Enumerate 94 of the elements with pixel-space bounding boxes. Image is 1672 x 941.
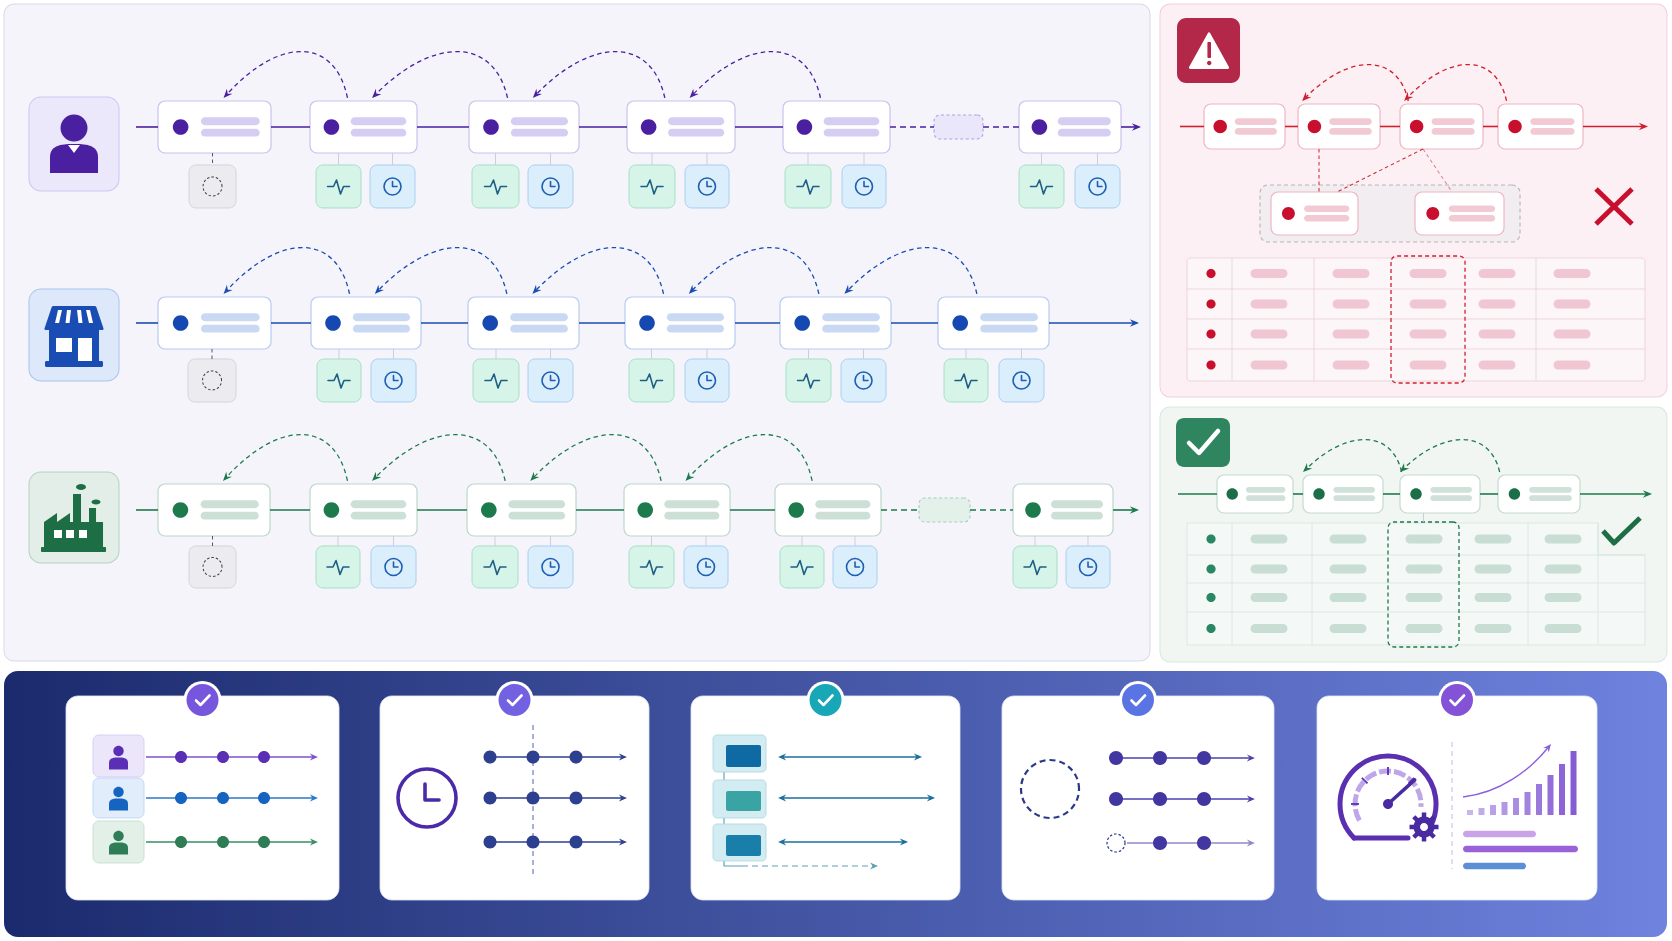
timeline-line xyxy=(729,509,776,511)
icon-tile xyxy=(1074,164,1121,209)
timeline-line xyxy=(270,322,312,324)
connector-line xyxy=(495,152,496,166)
timeline-line xyxy=(1482,125,1499,128)
timeline-line xyxy=(135,126,159,128)
connector-line xyxy=(212,152,213,166)
timeline-line xyxy=(416,126,470,128)
icon-tile xyxy=(683,545,729,589)
timeline-line xyxy=(1382,493,1401,495)
timeline-line xyxy=(269,509,311,511)
icon-tile xyxy=(188,164,237,209)
timeline-line xyxy=(416,509,468,511)
connector-line xyxy=(212,535,213,547)
connector-line xyxy=(808,348,809,360)
icon-tile xyxy=(188,545,237,589)
icon-tile xyxy=(187,358,237,403)
timeline-line xyxy=(1479,493,1499,495)
timeline-line xyxy=(889,126,935,128)
icon-tile xyxy=(471,545,519,589)
connector-line xyxy=(651,348,652,360)
icon-tile xyxy=(684,164,730,209)
timeline-line xyxy=(135,322,159,324)
curved-arrow xyxy=(532,246,665,295)
icon-tile xyxy=(628,164,676,209)
timeline-line xyxy=(1179,125,1205,128)
icon-tile xyxy=(527,164,574,209)
connector-line xyxy=(211,348,213,360)
connector-line xyxy=(1097,152,1098,166)
timeline-line xyxy=(890,322,939,324)
icon-tile xyxy=(832,545,878,589)
timeline-line xyxy=(1177,493,1218,495)
connector-line xyxy=(392,152,393,166)
connector-line xyxy=(393,348,394,360)
icon-tile xyxy=(527,545,574,589)
connector-line xyxy=(550,535,551,547)
curved-arrow xyxy=(1302,63,1409,102)
placeholder-card xyxy=(918,497,971,523)
icon-tile xyxy=(784,164,832,209)
curved-arrow xyxy=(1400,438,1501,473)
timeline-line xyxy=(578,126,628,128)
icon-tile xyxy=(471,164,520,209)
icon-tile xyxy=(316,358,362,403)
icon-tile xyxy=(628,545,675,589)
icon-tile xyxy=(315,545,361,589)
curved-arrow xyxy=(372,433,506,482)
curved-arrow xyxy=(1303,438,1403,473)
timeline-line xyxy=(1292,493,1304,495)
timeline-line xyxy=(880,509,920,511)
timeline-line xyxy=(734,322,781,324)
icon-tile xyxy=(779,545,825,589)
placeholder-card xyxy=(933,114,984,140)
curved-arrow xyxy=(530,433,662,482)
connector-line xyxy=(1318,148,1320,193)
curved-arrow xyxy=(1404,63,1508,102)
timeline-line xyxy=(270,126,311,128)
curved-arrow xyxy=(844,246,978,295)
icon-tile xyxy=(840,358,887,403)
timeline-line xyxy=(1284,125,1299,128)
connector-line xyxy=(1423,512,1424,523)
icon-tile xyxy=(785,358,832,403)
connector-line xyxy=(1336,148,1424,193)
connector-line xyxy=(338,152,339,166)
connector-line xyxy=(651,535,652,547)
column-highlight xyxy=(1387,521,1460,648)
icon-tile xyxy=(628,358,675,403)
connector-line xyxy=(393,535,394,547)
icon-tile xyxy=(369,164,416,209)
icon-tile xyxy=(998,358,1045,403)
icon-tile xyxy=(370,358,417,403)
icon-tile xyxy=(1018,164,1065,209)
icon-tile xyxy=(1065,545,1111,589)
connector-line xyxy=(550,152,551,166)
timeline-line xyxy=(734,126,784,128)
timeline-line xyxy=(578,322,626,324)
icon-tile xyxy=(684,358,730,403)
icon-tile xyxy=(472,358,520,403)
icon-tile xyxy=(1012,545,1058,589)
timeline-line xyxy=(135,509,159,511)
timeline-line xyxy=(969,509,1014,511)
timeline-line xyxy=(982,126,1020,128)
icon-tile xyxy=(943,358,989,403)
timeline-line xyxy=(420,322,469,324)
icon-tile xyxy=(370,545,417,589)
connector-line xyxy=(1041,152,1042,166)
connector-line xyxy=(1021,348,1022,360)
icon-tile xyxy=(527,358,574,403)
icon-tile xyxy=(315,164,362,209)
curved-arrow xyxy=(372,50,509,99)
timeline-line xyxy=(575,509,625,511)
timeline-line xyxy=(1379,125,1401,128)
icon-tile xyxy=(841,164,887,209)
connector-line xyxy=(550,348,551,360)
connector-line xyxy=(863,348,864,360)
